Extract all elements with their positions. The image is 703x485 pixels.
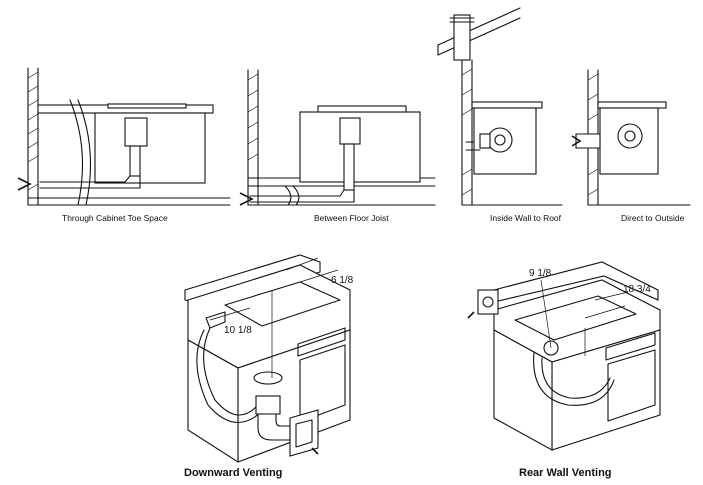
caption-rear: Rear Wall Venting xyxy=(519,467,612,479)
label-direct: Direct to Outside xyxy=(621,213,685,223)
dim-rear-b: 18 3/4 xyxy=(623,284,651,295)
label-floor-joist: Between Floor Joist xyxy=(314,213,389,223)
panel-rear-wall-venting: 9 1/8 18 3/4 Rear Wall Venting xyxy=(467,261,661,479)
dim-downward-a: 6 1/8 xyxy=(331,275,354,286)
panel-wall-roof: Inside Wall to Roof xyxy=(437,7,563,223)
label-wall-roof: Inside Wall to Roof xyxy=(490,213,562,223)
dim-rear-a: 9 1/8 xyxy=(529,268,552,279)
dim-downward-b: 10 1/8 xyxy=(224,325,252,336)
panel-floor-joist: Between Floor Joist xyxy=(239,69,436,223)
label-cabinet-toe: Through Cabinet Toe Space xyxy=(62,213,168,223)
panel-cabinet-toe: Through Cabinet Toe Space xyxy=(17,67,231,223)
caption-downward: Downward Venting xyxy=(184,467,282,479)
panel-direct: Direct to Outside xyxy=(571,69,691,223)
panel-downward-venting: 6 1/8 10 1/8 Downward Venting xyxy=(184,254,354,479)
